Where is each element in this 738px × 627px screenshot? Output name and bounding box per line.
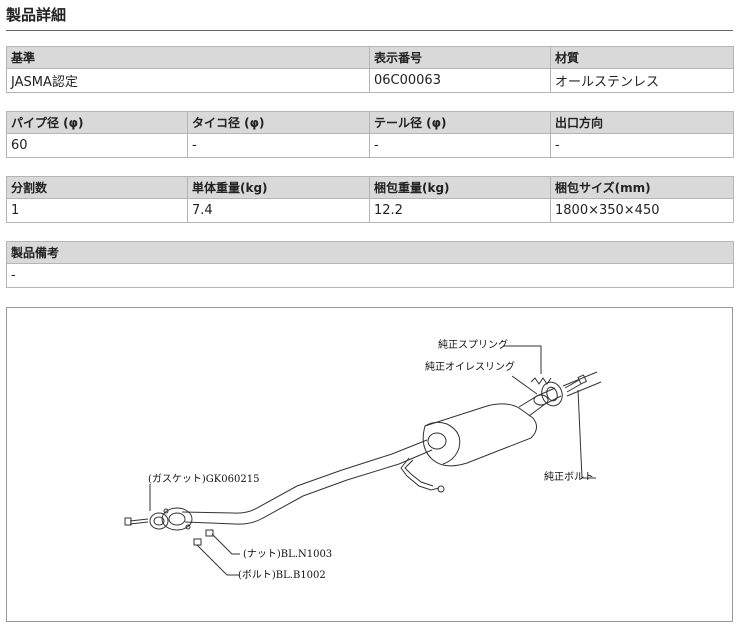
- header-tail-diameter: テール径 (φ): [369, 111, 551, 134]
- header-silencer-diameter: タイコ径 (φ): [187, 111, 370, 134]
- header-standard: 基準: [6, 46, 370, 69]
- value-standard: JASMA認定: [6, 68, 370, 93]
- left-bolt: [129, 518, 149, 525]
- value-material: オールステンレス: [550, 68, 734, 93]
- header-exit-direction: 出口方向: [550, 111, 734, 134]
- spring: [530, 377, 552, 385]
- value-exit-direction: -: [550, 133, 734, 158]
- spec-table-standard: 基準 表示番号 材質 JASMA認定 06C00063 オールステンレス: [6, 46, 734, 93]
- muffler-illustration: 純正スプリング 純正オイレスリング 純正ボルト (ガスケット)GK060215 …: [124, 338, 602, 581]
- main-pipe-lower: [184, 449, 433, 525]
- spec-table-weights: 分割数 単体重量(kg) 梱包重量(kg) 梱包サイズ(mm) 1 7.4 12…: [6, 176, 734, 223]
- header-division-count: 分割数: [6, 176, 188, 199]
- label-spring: 純正スプリング: [438, 338, 508, 351]
- value-package-size: 1800×350×450: [550, 198, 734, 223]
- label-gasket: (ガスケット)GK060215: [148, 473, 259, 485]
- value-product-notes: -: [6, 263, 734, 288]
- muffler-inlet: [427, 432, 447, 450]
- stock-pipe-upper: [562, 371, 598, 387]
- page-title: 製品詳細: [6, 6, 67, 24]
- header-pipe-diameter: パイプ径 (φ): [6, 111, 188, 134]
- header-product-notes: 製品備考: [6, 241, 734, 264]
- value-pipe-diameter: 60: [6, 133, 188, 158]
- exhaust-diagram: 純正スプリング 純正オイレスリング 純正ボルト (ガスケット)GK060215 …: [6, 307, 733, 622]
- spec-table-diameters: パイプ径 (φ) タイコ径 (φ) テール径 (φ) 出口方向 60 - - -: [6, 111, 734, 158]
- stock-pipe-lower: [566, 381, 602, 397]
- value-package-weight: 12.2: [369, 198, 551, 223]
- gasket: [149, 512, 169, 530]
- inlet-opening: [168, 512, 186, 526]
- value-unit-weight: 7.4: [187, 198, 370, 223]
- header-package-weight: 梱包重量(kg): [369, 176, 551, 199]
- leader-spring: [503, 345, 542, 374]
- header-package-size: 梱包サイズ(mm): [550, 176, 734, 199]
- inlet-flange: [161, 507, 193, 531]
- value-display-number: 06C00063: [369, 68, 551, 93]
- muffler-body: [422, 403, 537, 467]
- leader-oiles-ring: [511, 375, 538, 395]
- value-silencer-diameter: -: [187, 133, 370, 158]
- value-tail-diameter: -: [369, 133, 551, 158]
- hanger-rod: [400, 457, 440, 491]
- leader-bolt: [196, 544, 239, 576]
- header-material: 材質: [550, 46, 734, 69]
- stock-bolt: [564, 379, 582, 393]
- title-divider: [6, 30, 733, 31]
- leader-nut: [211, 533, 240, 555]
- leader-bolt-oe: [577, 389, 596, 479]
- header-unit-weight: 単体重量(kg): [187, 176, 370, 199]
- label-oiles-ring: 純正オイレスリング: [425, 360, 515, 373]
- nut: [193, 538, 202, 546]
- label-bolt: (ボルト)BL.B1002: [238, 569, 326, 581]
- value-division-count: 1: [6, 198, 188, 223]
- label-oe-bolt: 純正ボルト: [544, 470, 594, 483]
- header-display-number: 表示番号: [369, 46, 551, 69]
- label-nut: (ナット)BL.N1003: [243, 548, 332, 560]
- oiles-ring: [533, 394, 549, 406]
- main-pipe-upper: [181, 439, 428, 514]
- spec-table-notes: 製品備考 -: [6, 241, 734, 288]
